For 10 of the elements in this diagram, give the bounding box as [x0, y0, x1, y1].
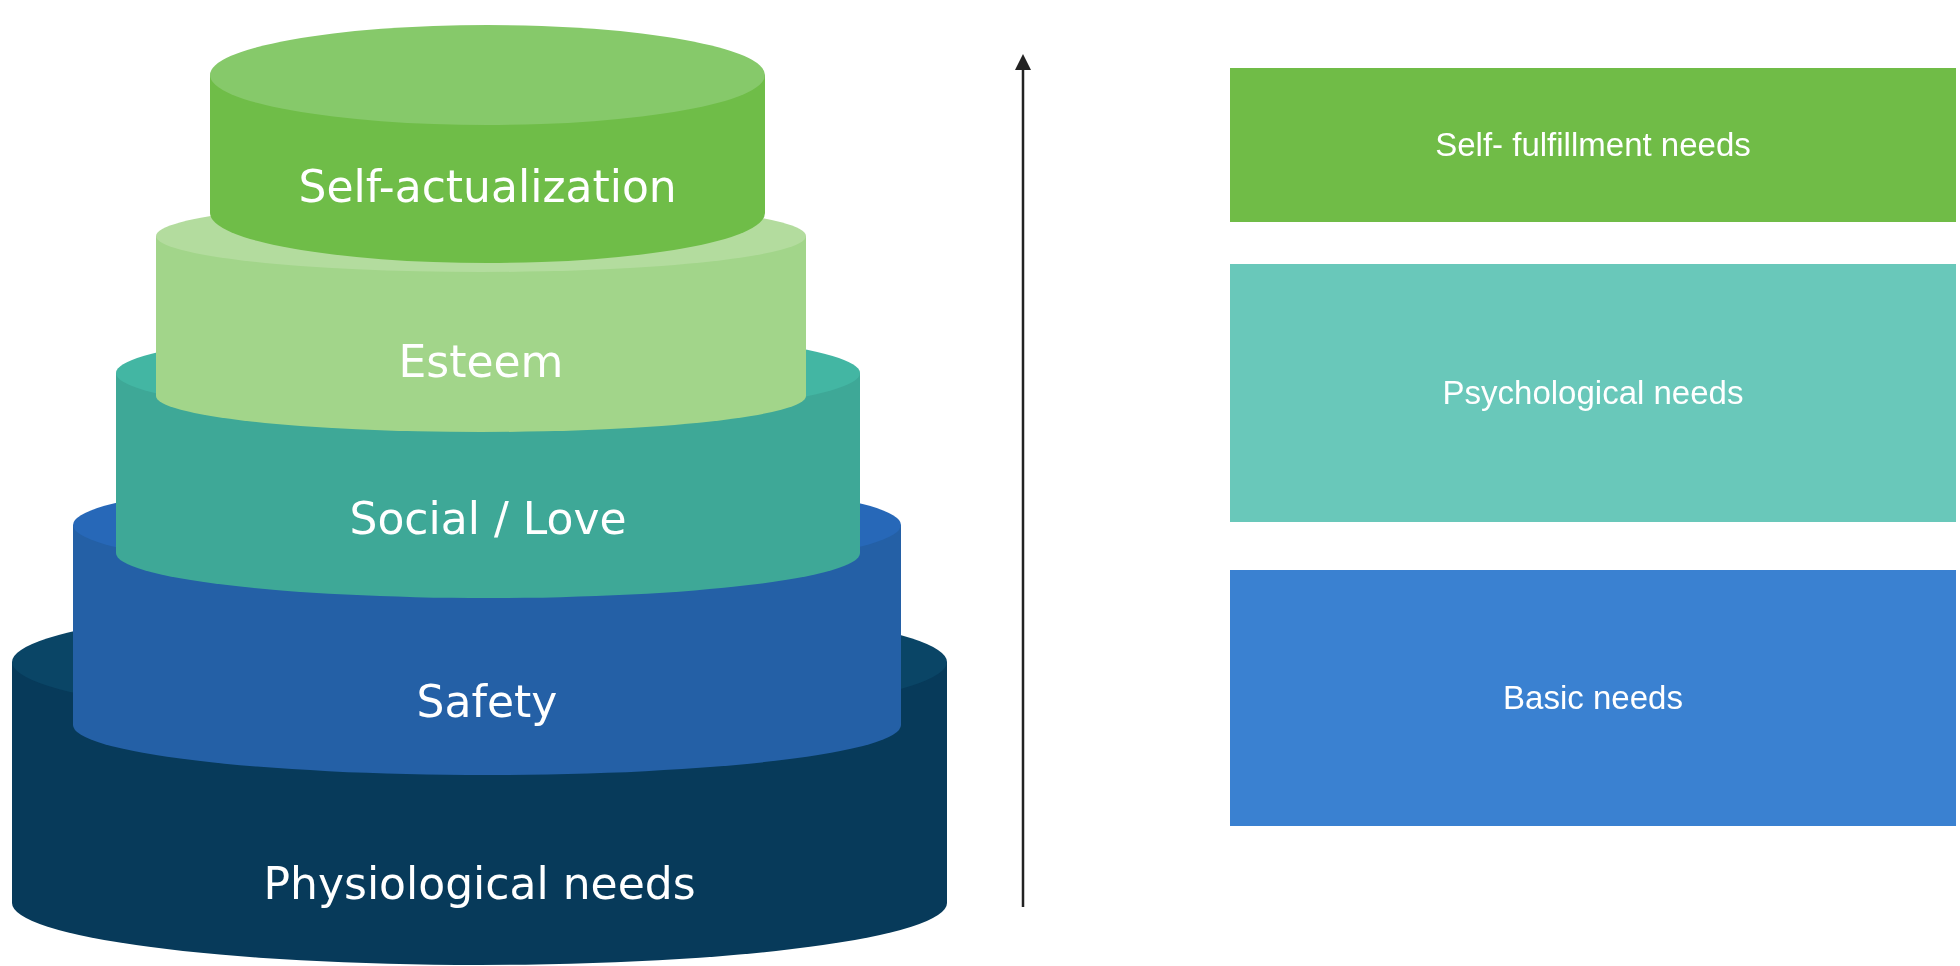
level-label: Basic needs	[1503, 679, 1683, 717]
level-label: Self- fulfillment needs	[1435, 126, 1751, 164]
level-box	[1230, 68, 1956, 222]
tier-label: Physiological needs	[263, 856, 696, 912]
level-box	[1230, 264, 1956, 522]
level-label: Psychological needs	[1442, 374, 1744, 412]
tier-label: Esteem	[398, 334, 564, 390]
tier-label: Social / Love	[349, 491, 627, 547]
tier-label: Safety	[416, 674, 558, 730]
level-box	[1230, 570, 1956, 826]
